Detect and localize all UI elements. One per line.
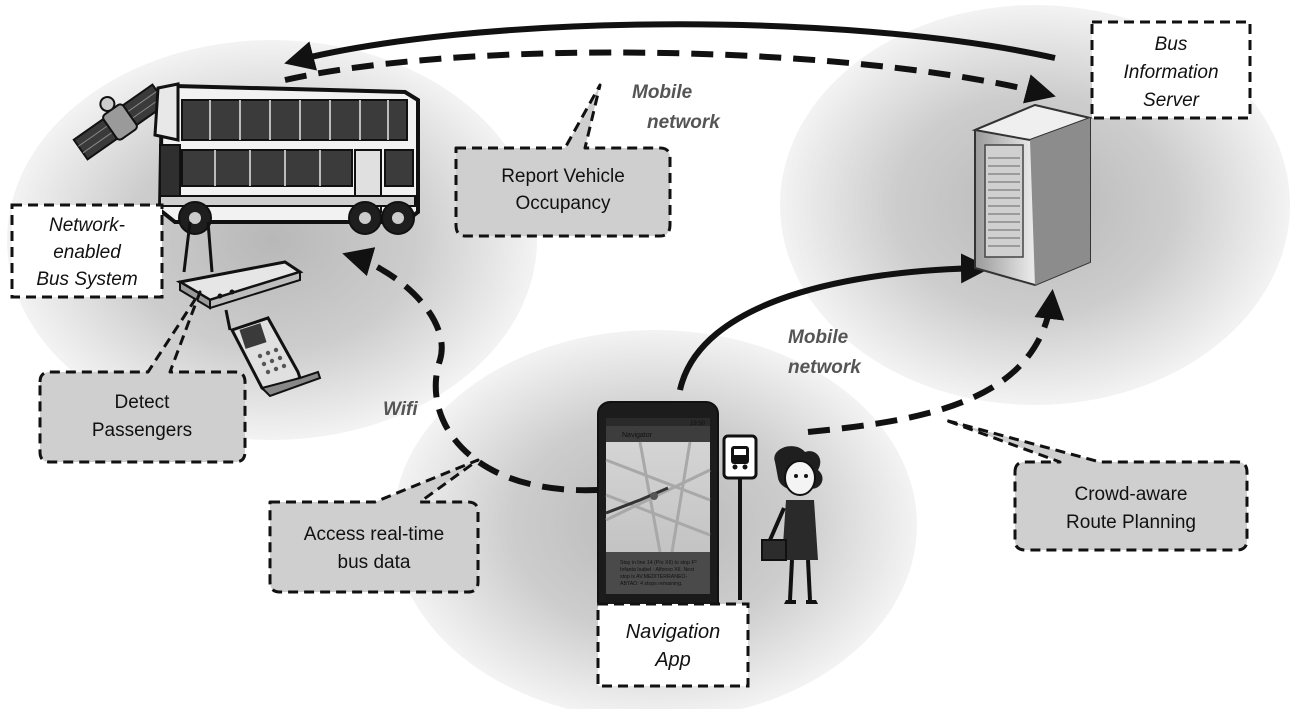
bus-system-line-1: Network-: [49, 215, 125, 236]
bus-icon: [153, 82, 420, 235]
route-planning-line-2: Route Planning: [1066, 512, 1196, 533]
mobile-network-right-line-2: network: [788, 357, 862, 378]
server-line-3: Server: [1143, 90, 1200, 111]
mobile-network-top-line-1: Mobile: [632, 82, 693, 103]
bus-system-line-2: enabled: [53, 242, 122, 263]
route-planning-line-1: Crowd-aware: [1075, 484, 1188, 505]
box-server: Bus Information Server: [1090, 20, 1252, 120]
detect-passengers-line-1: Detect: [115, 392, 171, 413]
phone-instruction-line-2: Infanta Isabel - Alfonso XII. Next: [620, 567, 695, 573]
box-nav-app: Navigation App: [596, 602, 750, 688]
arrow-bus-to-server: [284, 49, 1056, 104]
mobile-phone-icon: [224, 309, 322, 398]
callout-route-planning: Crowd-aware Route Planning: [943, 418, 1249, 552]
phone-status-time: 19:50: [690, 421, 706, 427]
phone-app-title: Navigator: [622, 432, 653, 439]
phone-instruction-line-1: Stay in line 14 (Pío XII) to stop Fº: [620, 560, 697, 566]
wifi-label: Wifi: [383, 399, 418, 420]
nav-app-line-1: Navigation: [626, 621, 721, 643]
report-occupancy-line-2: Occupancy: [515, 193, 611, 214]
server-line-2: Information: [1123, 62, 1218, 83]
arrow-server-to-bus: [284, 21, 1056, 71]
passenger-woman-icon: [761, 446, 823, 604]
report-occupancy-line-1: Report Vehicle: [501, 166, 625, 187]
smartphone-icon: 19:50 Navigator Stay in line 14 (Pío XII…: [597, 401, 719, 615]
box-bus-system: Network- enabled Bus System: [10, 203, 164, 299]
arrow-app-to-server-dashed: [807, 289, 1065, 435]
wifi-router-icon: [175, 221, 304, 310]
mobile-network-right-line-1: Mobile: [788, 327, 849, 348]
callout-access-data: Access real-time bus data: [268, 458, 480, 594]
phone-instruction-line-3: stop is AV.MEDITERRANEO-: [620, 574, 687, 580]
access-data-line-1: Access real-time: [304, 524, 444, 545]
access-data-line-2: bus data: [338, 552, 411, 573]
nav-app-line-2: App: [654, 649, 691, 671]
mobile-network-top-line-2: network: [647, 112, 721, 133]
bus-stop-sign-icon: [722, 434, 758, 600]
arrow-app-to-bus-wifi: [342, 247, 599, 494]
callout-report-occupancy: Report Vehicle Occupancy: [454, 83, 672, 238]
arrow-app-to-server: [677, 253, 991, 391]
server-icon: [971, 103, 1094, 287]
detect-passengers-line-2: Passengers: [92, 420, 192, 441]
server-line-1: Bus: [1155, 34, 1188, 55]
phone-instruction-line-4: ABTAO: 4 stops remaining.: [620, 581, 682, 587]
bus-system-line-3: Bus System: [36, 269, 137, 290]
callout-detect-passengers: Detect Passengers: [38, 290, 247, 464]
